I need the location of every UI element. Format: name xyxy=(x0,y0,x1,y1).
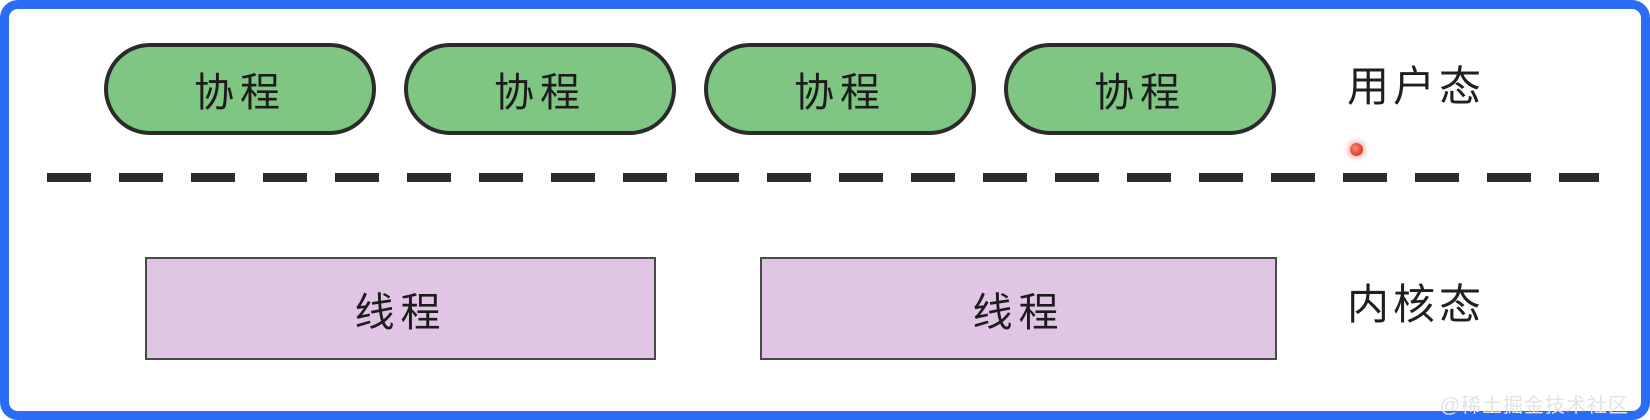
coroutine-label: 协程 xyxy=(1094,71,1186,115)
coroutine-label: 协程 xyxy=(494,71,586,115)
coroutine-pill: 协程 xyxy=(1004,43,1276,135)
thread-label: 线程 xyxy=(972,290,1065,335)
watermark-text: @稀土掘金技术社区 xyxy=(1439,395,1629,417)
coroutine-pill: 协程 xyxy=(704,43,976,135)
coroutine-label: 协程 xyxy=(194,71,286,115)
coroutine-pill: 协程 xyxy=(404,43,676,135)
mode-divider-dashed-line xyxy=(47,173,1599,182)
thread-label: 线程 xyxy=(354,290,447,335)
kernel-mode-label: 内核态 xyxy=(1347,281,1486,328)
coroutine-pill: 协程 xyxy=(104,43,376,135)
thread-box: 线程 xyxy=(145,257,656,360)
coroutine-label: 协程 xyxy=(794,71,886,115)
user-mode-label: 用户态 xyxy=(1347,63,1486,110)
laser-pointer-dot xyxy=(1350,143,1363,156)
thread-box: 线程 xyxy=(760,257,1277,360)
